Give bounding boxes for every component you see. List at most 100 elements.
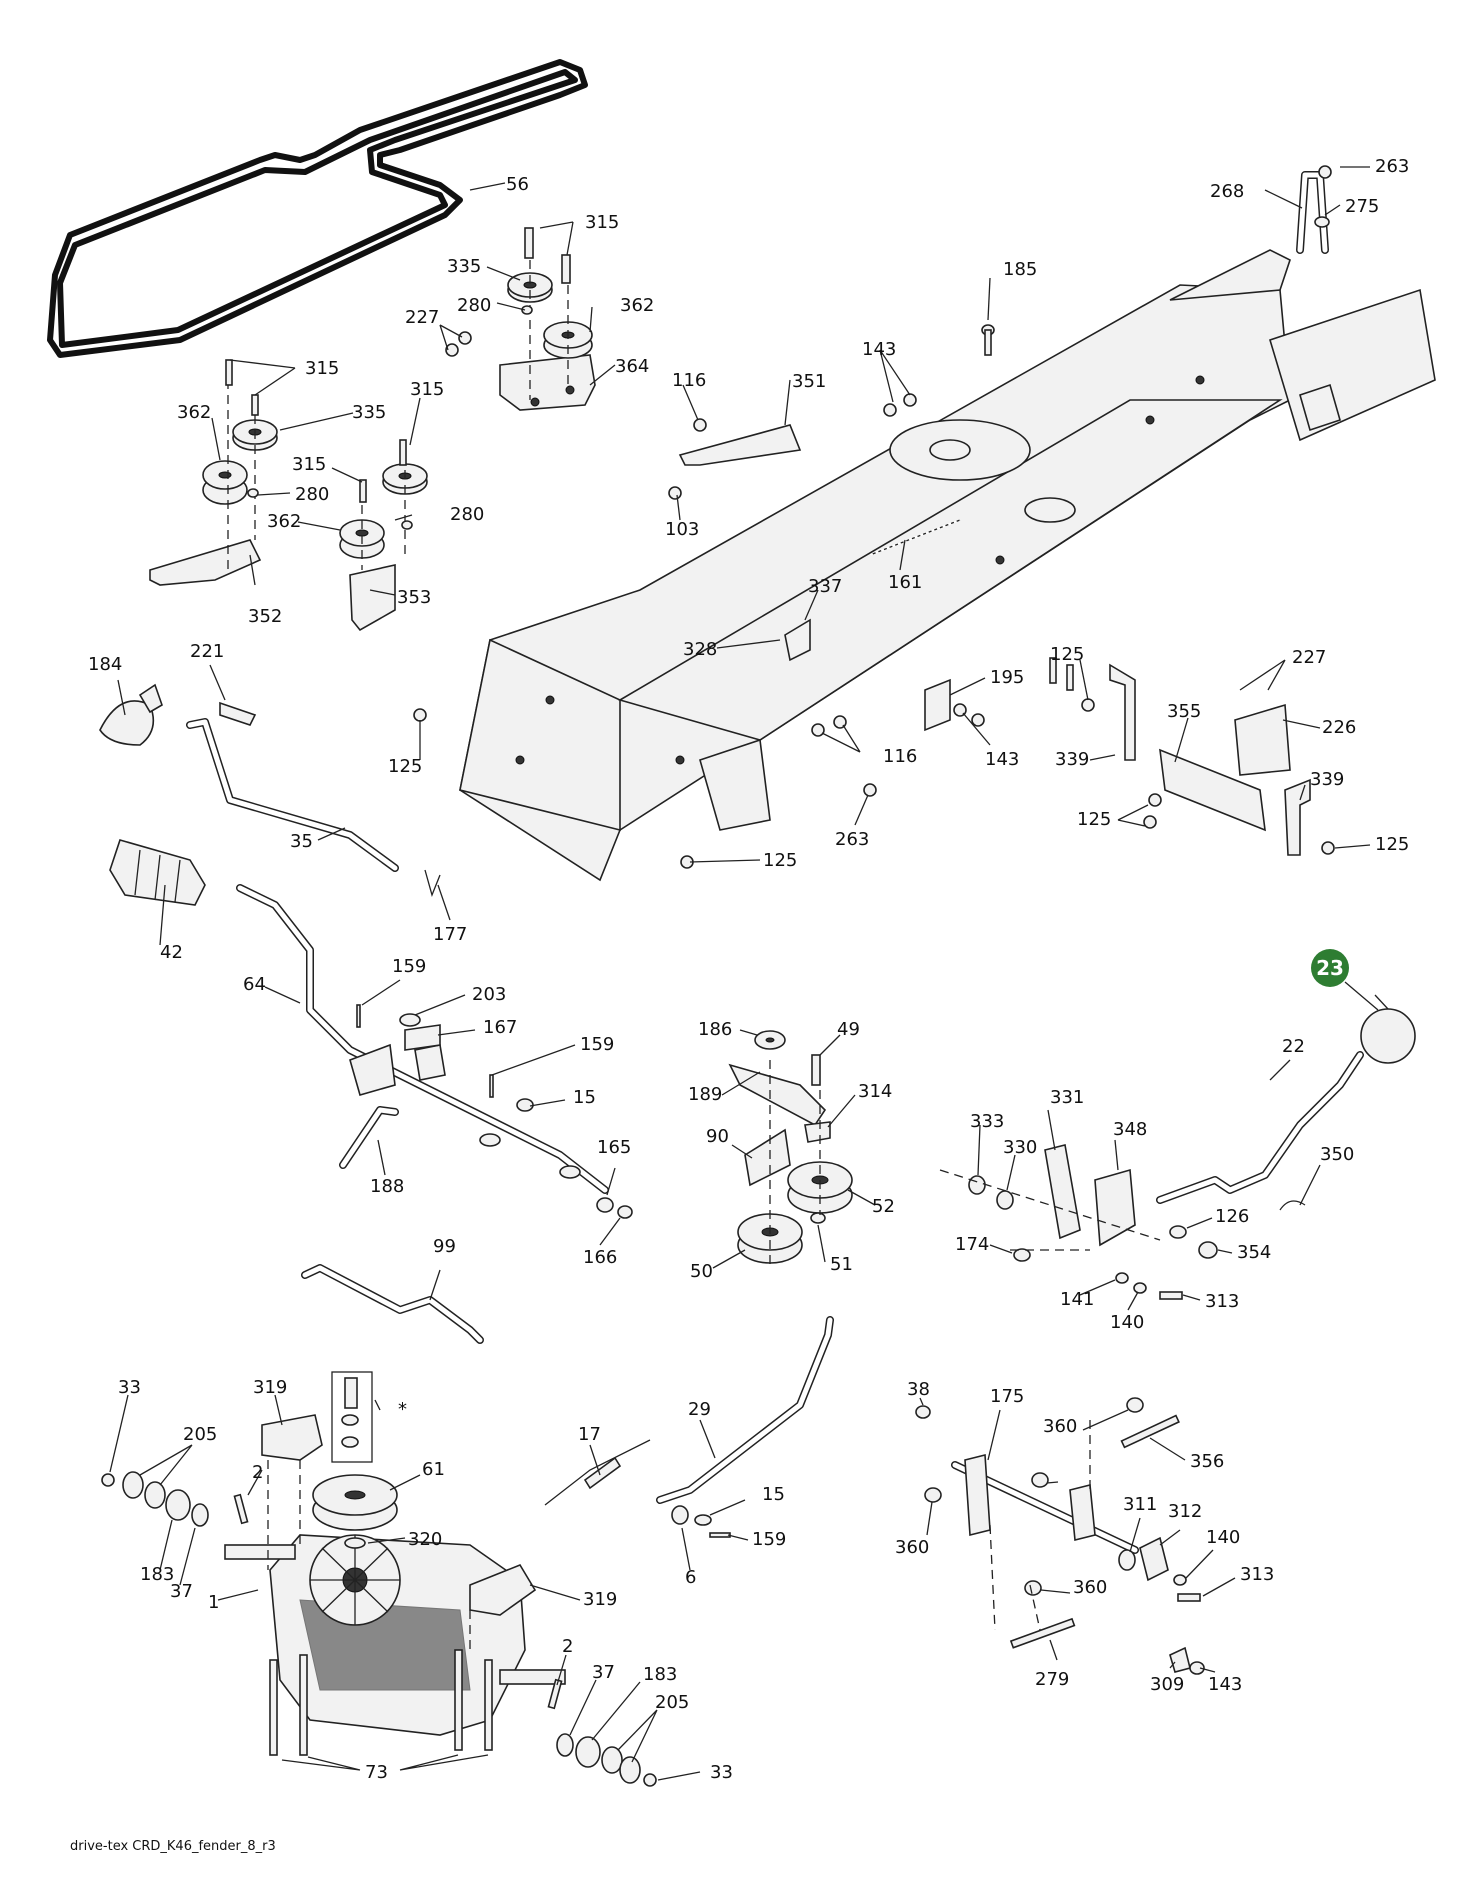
callout-166: 166 — [583, 1247, 617, 1268]
callout-313: 313 — [1205, 1291, 1239, 1312]
plate-331 — [1044, 1144, 1081, 1240]
callout-29: 29 — [688, 1399, 711, 1420]
callout-159: 159 — [580, 1034, 614, 1055]
pulley-362b — [202, 460, 248, 505]
bracket-167 — [404, 1024, 441, 1051]
callout-33: 33 — [118, 1377, 141, 1398]
callout-205: 205 — [655, 1692, 689, 1713]
callout-15: 15 — [762, 1484, 785, 1505]
callout-203: 203 — [472, 984, 506, 1005]
nut-140b — [1173, 1574, 1187, 1586]
callout-185: 185 — [1003, 259, 1037, 280]
callout-227: 227 — [1292, 647, 1326, 668]
callout-141: 141 — [1060, 1289, 1094, 1310]
pulley-61 — [312, 1474, 398, 1531]
bracket-355 — [1159, 748, 1266, 832]
pulley-bracket-353 — [349, 564, 396, 632]
callout-125: 125 — [388, 756, 422, 777]
callout-42: 42 — [160, 942, 183, 963]
callout-37: 37 — [592, 1662, 615, 1683]
callout-280: 280 — [457, 295, 491, 316]
bracket-226 — [1234, 703, 1291, 776]
shaft-64 — [236, 884, 609, 1194]
callout-161: 161 — [888, 572, 922, 593]
callout-159: 159 — [392, 956, 426, 977]
washer-37a — [191, 1503, 209, 1527]
callout-61: 61 — [422, 1459, 445, 1480]
idler-bracket-364 — [499, 354, 596, 411]
washer-166 — [617, 1205, 633, 1219]
washer-37b — [556, 1733, 574, 1757]
callout-49: 49 — [837, 1019, 860, 1040]
callout-125: 125 — [1077, 809, 1111, 830]
callout-320: 320 — [408, 1529, 442, 1550]
washer-203 — [399, 1013, 421, 1027]
callout-22: 22 — [1282, 1036, 1305, 1057]
callout-315: 315 — [292, 454, 326, 475]
callout-17: 17 — [578, 1424, 601, 1445]
washer-311 — [1118, 1549, 1136, 1571]
bushing-183b — [575, 1736, 601, 1768]
callout-15: 15 — [573, 1087, 596, 1108]
callout-330: 330 — [1003, 1137, 1037, 1158]
nut-140a — [1133, 1282, 1147, 1294]
pulley-362c — [339, 519, 385, 559]
callout-362: 362 — [177, 402, 211, 423]
rod-99 — [301, 1264, 484, 1344]
rod-35 — [186, 718, 399, 872]
plate-348 — [1094, 1168, 1136, 1247]
callout-337: 337 — [808, 576, 842, 597]
callout-125: 125 — [1050, 644, 1084, 665]
spring-350 — [1279, 1200, 1306, 1211]
callout-64: 64 — [243, 974, 266, 995]
callout-6: 6 — [685, 1567, 696, 1588]
pin-356 — [1120, 1414, 1180, 1449]
highlight-badge[interactable]: 23 — [1311, 949, 1349, 987]
bracket-189 — [728, 1063, 827, 1127]
bolts-315a — [524, 227, 571, 284]
callout-315: 315 — [585, 212, 619, 233]
washer-333 — [968, 1175, 986, 1195]
callout-125: 125 — [763, 850, 797, 871]
key-2a — [233, 1493, 249, 1525]
drive-belt — [47, 59, 588, 358]
callout-263: 263 — [1375, 156, 1409, 177]
callout-186: 186 — [698, 1019, 732, 1040]
pulley-186 — [754, 1030, 786, 1050]
bolt-313b — [1177, 1593, 1201, 1602]
bracket-314 — [804, 1121, 831, 1143]
callout-339: 339 — [1055, 749, 1089, 770]
callout-226: 226 — [1322, 717, 1356, 738]
callout-103: 103 — [665, 519, 699, 540]
callout-183: 183 — [643, 1664, 677, 1685]
callout-355: 355 — [1167, 701, 1201, 722]
callout-360: 360 — [1043, 1416, 1077, 1437]
callout-311: 311 — [1123, 1494, 1157, 1515]
callout-143: 143 — [985, 749, 1019, 770]
bolt-49 — [811, 1054, 821, 1086]
pin-279 — [1009, 1617, 1076, 1649]
callout-125: 125 — [1375, 834, 1409, 855]
callout-2: 2 — [252, 1462, 263, 1483]
nut-360d — [1024, 1580, 1042, 1596]
nut-165 — [596, 1197, 614, 1213]
callout-174: 174 — [955, 1234, 989, 1255]
callout-352: 352 — [248, 606, 282, 627]
callout-33: 33 — [710, 1762, 733, 1783]
hardware-frame — [225, 165, 1335, 1098]
rod-29 — [656, 1316, 834, 1504]
washer-126 — [1169, 1225, 1187, 1239]
callout-99: 99 — [433, 1236, 456, 1257]
callout-143: 143 — [1208, 1674, 1242, 1695]
callout-351: 351 — [792, 371, 826, 392]
pin-177 — [424, 869, 441, 898]
callout-hardware-kit: * — [398, 1399, 407, 1420]
bushing-6 — [671, 1505, 689, 1525]
bracket-351 — [678, 424, 802, 466]
knob-23 — [1360, 1008, 1416, 1064]
nut-360b — [1031, 1472, 1049, 1488]
bracket-319b — [469, 1564, 537, 1616]
spring-17 — [544, 1439, 651, 1506]
callout-126: 126 — [1215, 1206, 1249, 1227]
callout-314: 314 — [858, 1081, 892, 1102]
